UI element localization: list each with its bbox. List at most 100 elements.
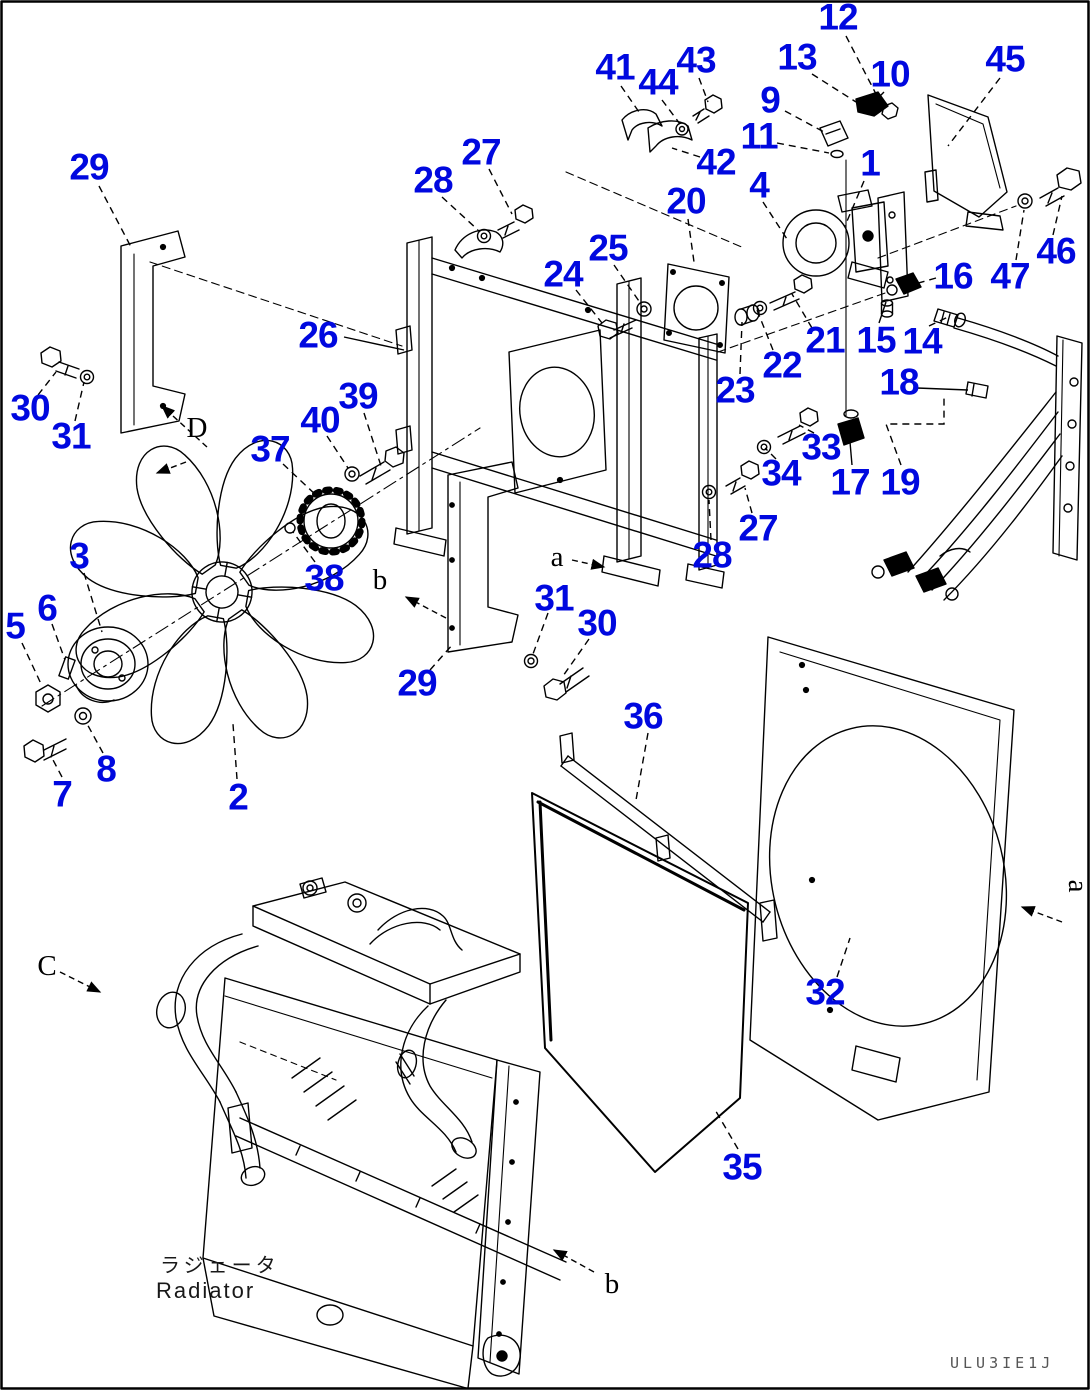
view-direction-arrow-3 <box>404 596 447 619</box>
part-number-4: 4 <box>749 165 770 206</box>
net-35 <box>531 792 749 1173</box>
fan-motor-1 <box>782 189 909 303</box>
plate-20 <box>663 263 730 354</box>
leader-line-45 <box>947 77 1001 147</box>
leader-line-24 <box>575 289 603 324</box>
view-letter-C: C <box>37 950 56 982</box>
part-number-10: 10 <box>870 54 910 95</box>
leader-line-29 <box>429 643 454 671</box>
small-parts-5-6-7-8 <box>23 656 92 763</box>
part-number-34: 34 <box>761 453 802 494</box>
part-number-45: 45 <box>985 39 1025 80</box>
view-direction-arrow-2 <box>571 558 606 570</box>
view-letter-a: a <box>1062 880 1090 893</box>
part-number-20: 20 <box>666 181 706 222</box>
part-number-31: 31 <box>534 578 574 619</box>
bracket-41-42-bolt-43-44 <box>621 94 723 153</box>
part-number-25: 25 <box>588 228 628 269</box>
part-number-29: 29 <box>397 663 437 704</box>
leader-line-17 <box>849 441 853 466</box>
part-number-23: 23 <box>715 370 755 411</box>
view-direction-arrow-5 <box>1020 906 1063 923</box>
part-number-33: 33 <box>801 427 841 468</box>
part-number-27: 27 <box>738 508 777 549</box>
fittings-14-15-16 <box>880 272 966 328</box>
leader-line-38 <box>292 531 316 563</box>
part-number-17: 17 <box>830 462 869 503</box>
leader-line-16 <box>907 277 937 287</box>
leader-line-27 <box>488 168 513 215</box>
bolt-21-washer-22-spacer-23 <box>734 274 813 326</box>
leader-line-30 <box>562 638 590 677</box>
part-number-30: 30 <box>10 388 50 429</box>
leader-line-6 <box>51 623 66 661</box>
leader-line-28 <box>441 196 479 231</box>
hoses-and-manifold <box>837 317 1083 601</box>
bolt-30-31-left <box>40 346 95 385</box>
shroud-plate-45 <box>924 94 1082 231</box>
leader-line-12 <box>845 35 877 95</box>
radiator-drawing <box>155 877 567 1389</box>
view-letter-a: a <box>551 541 564 573</box>
view-direction-arrow-0 <box>160 405 208 448</box>
part-number-28: 28 <box>413 160 453 201</box>
part-number-36: 36 <box>623 696 663 737</box>
leader-line-42 <box>671 147 701 158</box>
leader-line-33 <box>798 424 815 434</box>
leader-line-23 <box>739 321 743 375</box>
part-number-24: 24 <box>543 254 584 295</box>
part-number-14: 14 <box>902 321 943 362</box>
part-number-26: 26 <box>298 315 338 356</box>
part-number-40: 40 <box>300 400 340 441</box>
fittings-9-11-13 <box>819 91 899 159</box>
leader-line-5 <box>21 642 43 687</box>
view-direction-arrow-4 <box>59 971 102 993</box>
part-number-32: 32 <box>805 972 845 1013</box>
fan-shroud-32 <box>749 636 1015 1121</box>
fan-2 <box>63 433 381 751</box>
caption-english: Radiator <box>156 1278 255 1303</box>
part-number-15: 15 <box>856 320 896 361</box>
part-number-9: 9 <box>760 80 780 121</box>
part-number-12: 12 <box>818 0 858 38</box>
leader-line-4 <box>762 201 788 240</box>
leader-line-31 <box>532 612 549 655</box>
fan-assembly <box>23 433 405 763</box>
leader-line-3 <box>83 572 103 633</box>
part-number-44: 44 <box>638 62 679 103</box>
part-number-5: 5 <box>5 606 25 647</box>
leader-line-28 <box>708 499 712 541</box>
part-number-28: 28 <box>692 535 732 576</box>
leader-line-36 <box>635 732 649 801</box>
leader-line-26 <box>343 336 405 351</box>
part-number-42: 42 <box>696 142 736 183</box>
bracket-29-upper <box>120 230 186 434</box>
leader-line-15 <box>878 301 887 324</box>
bolt-27-28-top <box>476 204 534 244</box>
leader-lines-layer <box>21 35 1063 1150</box>
part-number-46: 46 <box>1036 231 1076 272</box>
leader-line-20 <box>687 218 695 263</box>
view-letter-b: b <box>373 564 388 596</box>
view-letter-b: b <box>605 1268 620 1300</box>
part-number-31: 31 <box>51 416 91 457</box>
bolt-27-28-mid <box>701 460 760 500</box>
bolt-24-washer-25 <box>597 301 652 340</box>
bolt-39-washer-40 <box>344 446 405 485</box>
leader-line-25 <box>613 264 642 305</box>
part-number-21: 21 <box>805 320 845 361</box>
part-number-47: 47 <box>990 256 1029 297</box>
drawing-watermark: ULU3IE1J <box>950 1354 1054 1372</box>
leader-line-31 <box>74 381 85 422</box>
leader-line-1 <box>844 180 865 227</box>
part-number-13: 13 <box>777 37 817 78</box>
part-number-35: 35 <box>722 1147 762 1188</box>
leader-line-21 <box>791 293 813 329</box>
part-number-38: 38 <box>304 558 344 599</box>
part-number-39: 39 <box>338 376 378 417</box>
view-markers-layer: DabCab <box>37 405 1090 1300</box>
leader-line-30 <box>37 371 57 396</box>
